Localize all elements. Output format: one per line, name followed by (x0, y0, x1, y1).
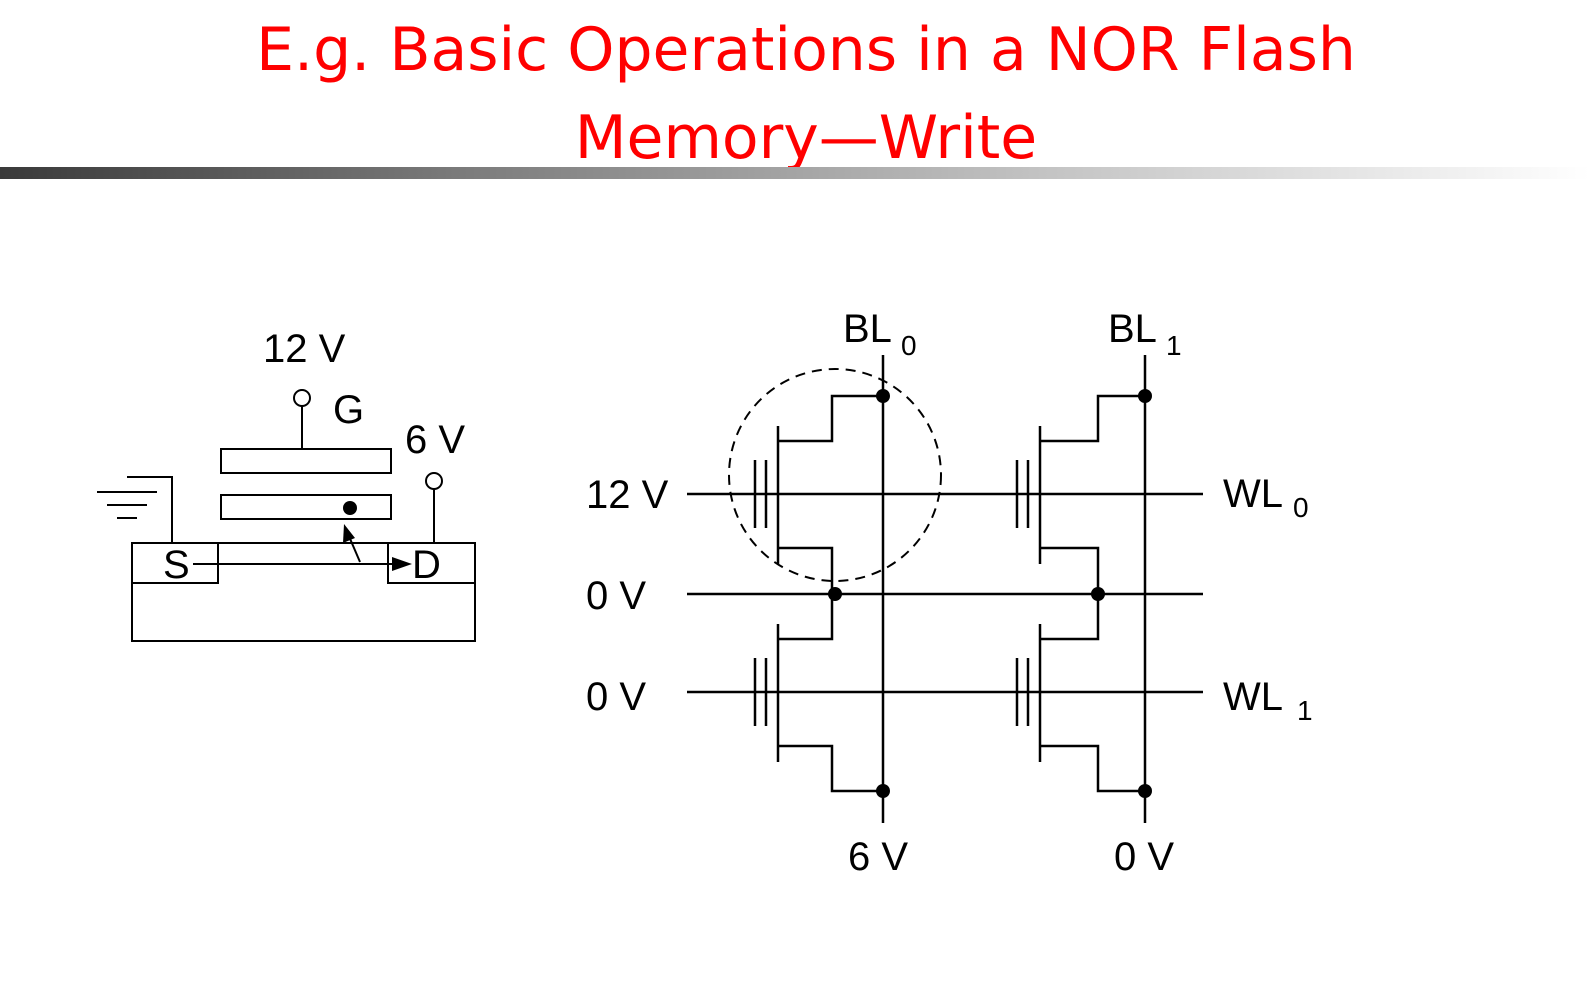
junction-dot-icon (876, 389, 890, 403)
slide-title: E.g. Basic Operations in a NOR Flash Mem… (0, 6, 1590, 182)
wordline-0-subscript: 0 (1293, 492, 1309, 523)
wordline-0-label: WL (1223, 472, 1283, 516)
junction-dot-icon (1091, 587, 1105, 601)
gate-terminal-icon (293, 389, 311, 407)
junction-dot-icon (1138, 784, 1152, 798)
drain-label: D (412, 543, 441, 587)
wordline-1-voltage: 0 V (586, 675, 646, 719)
selected-cell-highlight (728, 368, 942, 582)
transistor-wl1-bl1 (1015, 594, 1145, 793)
title-line-1: E.g. Basic Operations in a NOR Flash (256, 15, 1356, 85)
gate-label: G (333, 388, 364, 432)
control-gate (220, 448, 392, 474)
drain-voltage-label: 6 V (405, 418, 465, 462)
title-divider (0, 167, 1590, 179)
nor-array: BL 0 BL 1 12 V 0 V 0 V WL 0 WL 1 6 V 0 V (586, 307, 1313, 879)
junction-dot-icon (876, 784, 890, 798)
bitline-1-subscript: 1 (1166, 330, 1182, 361)
arrow-up-icon (343, 524, 355, 543)
transistor-wl0-bl1 (1015, 394, 1145, 594)
transistor-wl0-bl0 (753, 394, 883, 594)
junction-dot-icon (828, 587, 842, 601)
floating-gate (220, 494, 392, 520)
bitline-1-label: BL (1108, 307, 1157, 351)
bitline-1-voltage: 0 V (1114, 835, 1174, 879)
title-line-2: Memory—Write (574, 103, 1038, 173)
trapped-electron-icon (343, 501, 357, 515)
junction-dot-icon (1138, 389, 1152, 403)
ground-symbol-icon (97, 476, 173, 543)
wordline-1-label: WL (1223, 675, 1283, 719)
transistor-wl1-bl0 (753, 594, 883, 793)
bitline-0-subscript: 0 (901, 330, 917, 361)
wordline-1-subscript: 1 (1297, 695, 1313, 726)
gate-voltage-label: 12 V (263, 327, 346, 371)
arrow-right-icon (392, 557, 412, 571)
source-label: S (163, 543, 190, 587)
substrate (131, 542, 476, 642)
drain-terminal-icon (425, 472, 443, 490)
bitline-0-voltage: 6 V (848, 835, 908, 879)
cell-cross-section: 12 V G 6 V S D (97, 327, 476, 642)
bitline-0-label: BL (843, 307, 892, 351)
wordline-0-voltage: 12 V (586, 473, 669, 517)
source-line-voltage: 0 V (586, 574, 646, 618)
